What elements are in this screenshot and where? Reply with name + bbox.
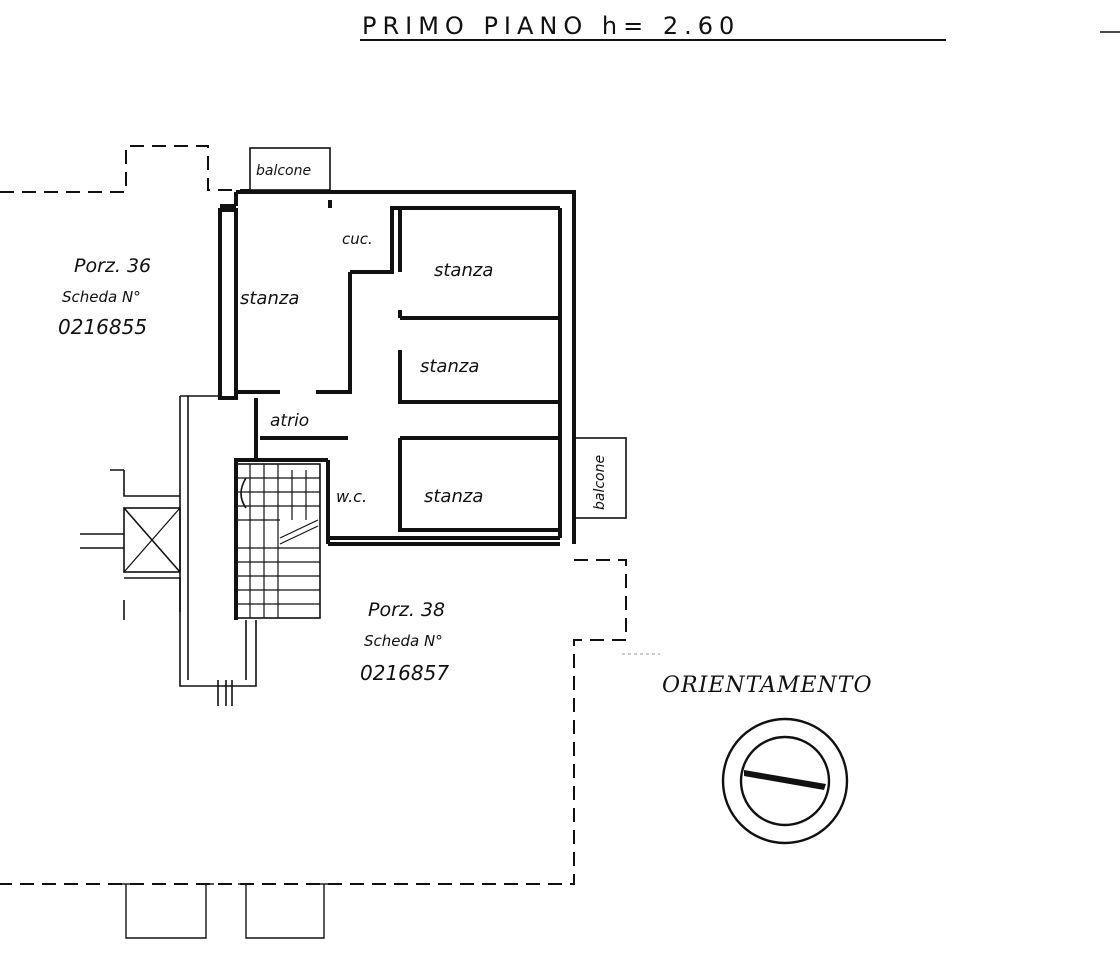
balcony-top-label: balcone bbox=[256, 163, 311, 179]
room-label-kitchen: cuc. bbox=[342, 230, 373, 248]
orientation-label: ORIENTAMENTO bbox=[662, 673, 873, 698]
north-arrow-icon bbox=[721, 717, 849, 845]
portion-36-line2: Scheda N° bbox=[62, 288, 141, 306]
neighbour-boundary-left bbox=[0, 145, 250, 193]
exterior-walls bbox=[218, 190, 576, 546]
portion-38-note: Porz. 38 Scheda N° 0216857 bbox=[360, 599, 449, 685]
room-label-left: stanza bbox=[240, 288, 299, 309]
bottom-columns bbox=[118, 883, 332, 939]
interior-walls bbox=[234, 200, 560, 620]
balcony-right: balcone bbox=[573, 437, 627, 519]
room-label-hall: atrio bbox=[270, 411, 309, 431]
portion-36-note: Porz. 36 Scheda N° 0216855 bbox=[58, 255, 151, 339]
portion-38-line1: Porz. 38 bbox=[368, 599, 445, 621]
portion-36-line1: Porz. 36 bbox=[74, 255, 151, 277]
staircase bbox=[235, 463, 321, 619]
neighbour-boundary-right bbox=[0, 559, 627, 885]
corridor-left bbox=[80, 395, 257, 706]
room-label-mid-right: stanza bbox=[420, 356, 479, 377]
balcony-right-label: balcone bbox=[592, 455, 608, 510]
plan-title: PRIMO PIANO h= 2.60 bbox=[362, 12, 740, 40]
portion-36-line3: 0216855 bbox=[58, 315, 147, 339]
room-label-wc: w.c. bbox=[336, 487, 367, 506]
room-label-top-right: stanza bbox=[434, 260, 493, 281]
balcony-top: balcone bbox=[249, 147, 331, 191]
portion-38-line3: 0216857 bbox=[360, 661, 449, 685]
room-label-bottom: stanza bbox=[424, 486, 483, 507]
portion-38-line2: Scheda N° bbox=[364, 632, 443, 650]
